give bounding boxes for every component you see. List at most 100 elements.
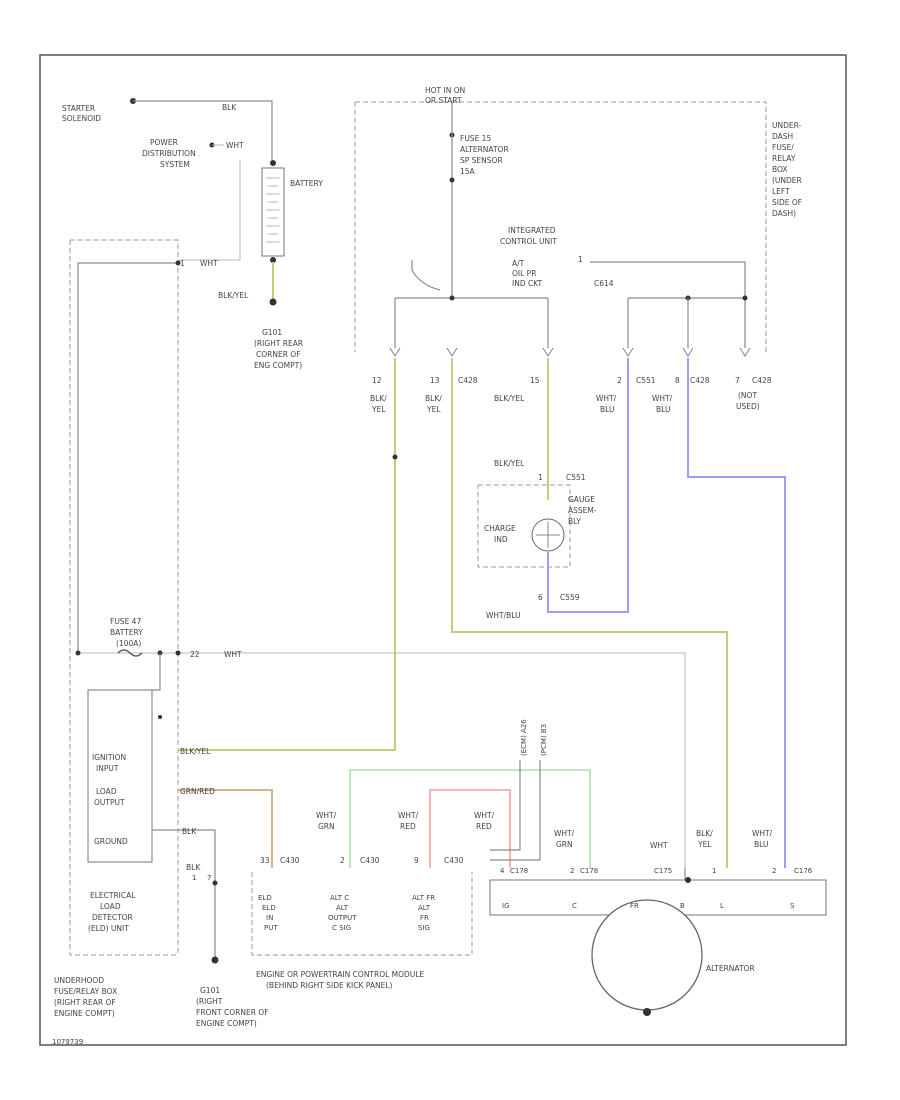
wht-blu-alt-1: WHT/: [752, 829, 773, 838]
blkyel-battery: BLK/YEL: [218, 291, 249, 300]
wht-fuse47: WHT: [224, 650, 242, 659]
at-oil-3: IND CKT: [512, 279, 543, 288]
g101-ground: [269, 298, 277, 306]
charge-ind-1: CHARGE: [484, 524, 516, 533]
alternator-ground: [643, 1008, 651, 1016]
labels: STARTER SOLENOID BLK POWER DISTRIBUTION …: [52, 86, 813, 1046]
pin-1d: 1: [712, 867, 716, 875]
gauge-2: ASSEM-: [568, 506, 597, 515]
c430-c: C430: [444, 856, 464, 865]
blk-yel-wire-13: [451, 358, 728, 868]
icu-wire: [590, 261, 746, 348]
ecm-altc-2: ALT: [336, 904, 349, 912]
c178-b: C178: [580, 867, 598, 875]
wht-blu-2-b: BLU: [600, 405, 614, 414]
eld-ground: GROUND: [94, 837, 128, 846]
fuse47-wht-wire: [78, 652, 686, 868]
wht-label-2: WHT: [200, 259, 218, 268]
battery-positive: [270, 160, 276, 166]
figure-id: 1079739: [52, 1038, 83, 1046]
eld-unit-box: [87, 689, 153, 863]
eld-ground-wire: [152, 829, 216, 960]
under-dash-5: BOX: [772, 165, 788, 174]
pin-4: 4: [500, 867, 505, 875]
ecm-altc-3: OUTPUT: [328, 914, 357, 922]
pin-2b: 2: [340, 856, 345, 865]
gauge-1: GAUGE: [568, 495, 595, 504]
ground-junction: [212, 880, 218, 886]
fuse47-1: FUSE 47: [110, 617, 141, 626]
pin-7: 7: [735, 376, 740, 385]
under-dash-9: DASH): [772, 209, 796, 218]
alt-fr: FR: [630, 902, 639, 910]
ecm-altfr-4: SIG: [418, 924, 430, 932]
crossover-wire: [411, 260, 441, 291]
pin-1-c551: 1: [538, 473, 543, 482]
charge-indicator-box: [477, 484, 571, 568]
c428-c: C428: [752, 376, 772, 385]
alternator-body: [591, 899, 703, 1011]
wht-blu-8-b: BLU: [656, 405, 670, 414]
fuse47-right: [175, 650, 181, 656]
c428-b: C428: [690, 376, 710, 385]
ecm-altfr-1: ALT FR: [412, 894, 435, 902]
wht-grn-loop: [349, 769, 591, 868]
blk-eld: BLK: [182, 827, 197, 836]
eld-ign-1: IGNITION: [92, 753, 126, 762]
icu-2: CONTROL UNIT: [500, 237, 557, 246]
whtblu-c559: WHT/BLU: [486, 611, 521, 620]
under-dash-4: RELAY: [772, 154, 796, 163]
underhood-3: (RIGHT REAR OF: [54, 998, 116, 1007]
c428-a: C428: [458, 376, 478, 385]
icu-1: INTEGRATED: [508, 226, 556, 235]
power-dist-2: DISTRIBUTION: [142, 149, 196, 158]
charge-ind-2: IND: [494, 535, 508, 544]
alt-c: C: [572, 902, 577, 910]
pin-2c: 2: [570, 867, 574, 875]
ecm-1: ENGINE OR POWERTRAIN CONTROL MODULE: [256, 970, 425, 979]
wht-red-2: RED: [400, 822, 416, 831]
c614: C614: [594, 279, 614, 288]
grnred-eld: GRN/RED: [180, 787, 215, 796]
under-dash-6: (UNDER: [772, 176, 802, 185]
under-dash-1: UNDER-: [772, 121, 802, 130]
fuse15-2: ALTERNATOR: [460, 145, 509, 154]
alt-b: B: [680, 902, 685, 910]
battery-label: BATTERY: [290, 179, 323, 188]
hot-in-on-1: HOT IN ON: [425, 86, 465, 95]
eld-unit-1: ELECTRICAL: [90, 891, 136, 900]
alt-ig: IG: [502, 902, 510, 910]
underhood-4: ENGINE COMPT): [54, 1009, 115, 1018]
power-dist-1: POWER: [150, 138, 178, 147]
ecm-altfr-2: ALT: [418, 904, 431, 912]
fuse15-3: SP SENSOR: [460, 156, 503, 165]
hot-in-on-2: OR START: [425, 96, 462, 105]
pin-7b: 7: [207, 874, 211, 882]
battery-negative: [270, 257, 276, 263]
blk-yel-wire-12: [178, 358, 396, 751]
ecm-altc-4: C SIG: [332, 924, 351, 932]
g101-1: G101: [262, 328, 282, 337]
wht-red-1: WHT/: [398, 811, 419, 820]
ecm-sig-1: (ECM) A26: [520, 719, 528, 756]
ecm-altc-1: ALT C: [330, 894, 349, 902]
wht-alt: WHT: [650, 841, 668, 850]
wht-label-1: WHT: [226, 141, 244, 150]
wht-red-4: RED: [476, 822, 492, 831]
eld-load-2: OUTPUT: [94, 798, 125, 807]
eld-load-1: LOAD: [96, 787, 117, 796]
g101-2: (RIGHT REAR: [254, 339, 303, 348]
ecm-sig-2: (PCM) B3: [540, 724, 548, 756]
pin-2d: 2: [772, 867, 776, 875]
ecm-eld-1: ELD: [258, 894, 272, 902]
fuse47-left: [75, 650, 81, 656]
blkyel-eld: BLK/YEL: [180, 747, 211, 756]
blk-yel-13-a: BLK/: [425, 394, 442, 403]
at-oil-2: OIL PR: [512, 269, 536, 278]
wht-grn-2: GRN: [318, 822, 335, 831]
eld-unit-3: DETECTOR: [92, 913, 133, 922]
power-dist-3: SYSTEM: [160, 160, 190, 169]
g101b-3: FRONT CORNER OF: [196, 1008, 269, 1017]
blkyel-15: BLK/YEL: [494, 394, 525, 403]
c430-b: C430: [360, 856, 380, 865]
